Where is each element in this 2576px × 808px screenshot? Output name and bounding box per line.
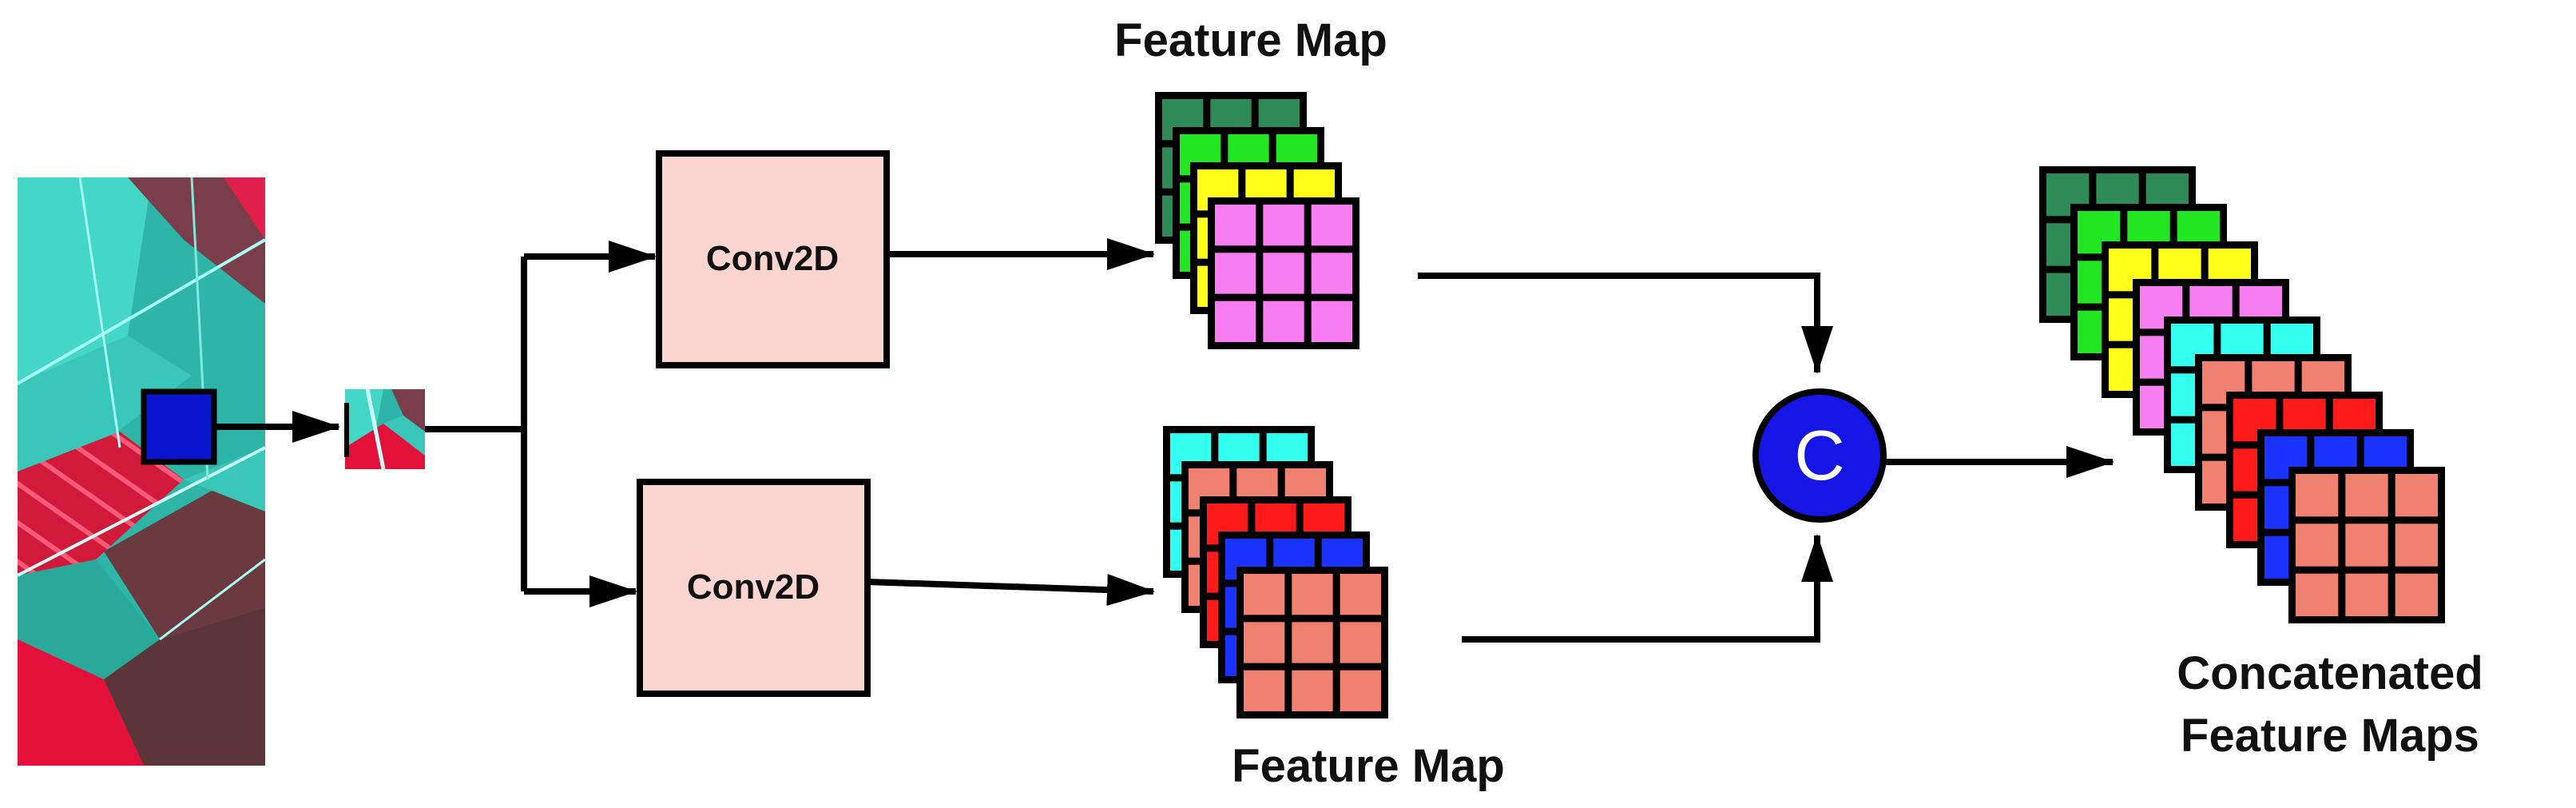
feature-map-stack-bottom [1163,426,1388,718]
feature-map-top-cell [1263,301,1304,342]
concatenated-map-cell [2345,523,2388,567]
feature-map-bottom-cell [1292,574,1333,615]
conv2d-bottom-label: Conv2D [687,567,820,607]
feature-map-bottom-cell [1340,622,1381,663]
input-image [16,177,267,766]
feature-map-bottom-label: Feature Map [1232,740,1505,792]
concatenated-map-cell [2395,474,2438,517]
concatenated-label-line2: Feature Maps [2181,710,2479,762]
conv2d-top-label: Conv2D [706,239,839,278]
feature-map-bottom-cell [1340,670,1381,711]
feature-map-top-cell [1215,253,1256,294]
feature-map-top-cell [1311,205,1352,246]
concatenated-map-cell [2395,573,2438,616]
feature-map-top-cell [1215,205,1256,246]
concatenated-label-line1: Concatenated [2177,647,2483,699]
concatenated-map-cell [2296,523,2339,567]
feature-map-bottom-layer-5 [1236,567,1388,718]
concatenated-map-cell [2395,523,2438,567]
concatenated-map-cell [2345,573,2388,616]
arrow-top-to-concat [1418,273,1833,374]
feature-map-top-cell [1263,253,1304,294]
feature-map-bottom-cell [1340,574,1381,615]
patch-marker [141,388,217,465]
feature-map-top-cell [1311,253,1352,294]
feature-map-bottom-cell [1244,622,1285,663]
feature-map-bottom-cell [1244,670,1285,711]
connectors [214,238,2114,643]
feature-map-top-cell [1311,301,1352,342]
feature-map-stack-top [1155,92,1359,349]
feature-map-top-layer-4 [1208,197,1359,349]
concatenated-map-cell [2345,474,2388,517]
arrow-to-feature-bottom [867,574,1155,607]
input-patch [345,388,425,470]
concat-symbol: C [1794,416,1845,495]
concatenated-map-cell [2296,573,2339,616]
feature-map-bottom-cell [1292,622,1333,663]
concatenated-map-cell [2296,474,2339,517]
feature-map-top-cell [1215,301,1256,342]
concatenated-feature-map-stack [2039,166,2445,623]
feature-map-bottom-cell [1244,574,1285,615]
concatenated-map-layer-9 [2288,467,2445,623]
concat-node: C [1752,388,1887,523]
feature-map-top-cell [1263,205,1304,246]
conv2d-top: Conv2D [656,150,890,368]
arrow-bottom-to-concat [1462,534,1833,643]
feature-map-top-label: Feature Map [1114,14,1387,66]
conv2d-bottom: Conv2D [637,479,871,697]
feature-map-bottom-cell [1292,670,1333,711]
